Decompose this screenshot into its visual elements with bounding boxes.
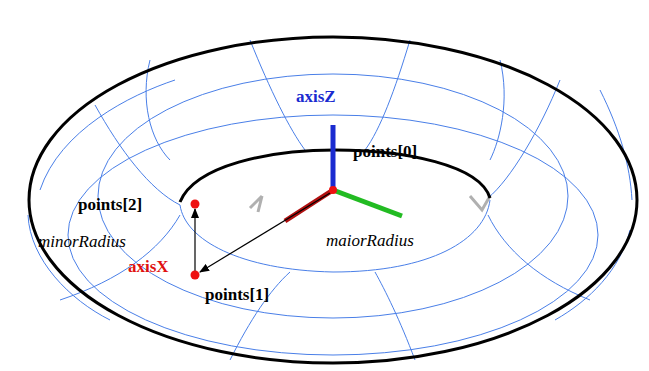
axis-label: axisX — [128, 258, 169, 275]
dimension-label: minorRadius — [38, 233, 126, 250]
point-label: points[0] — [353, 143, 417, 160]
point-label: points[2] — [78, 196, 142, 213]
point-label: points[1] — [205, 286, 269, 303]
axis-label: axisZ — [296, 88, 336, 105]
dimension-label: maiorRadius — [326, 232, 414, 249]
